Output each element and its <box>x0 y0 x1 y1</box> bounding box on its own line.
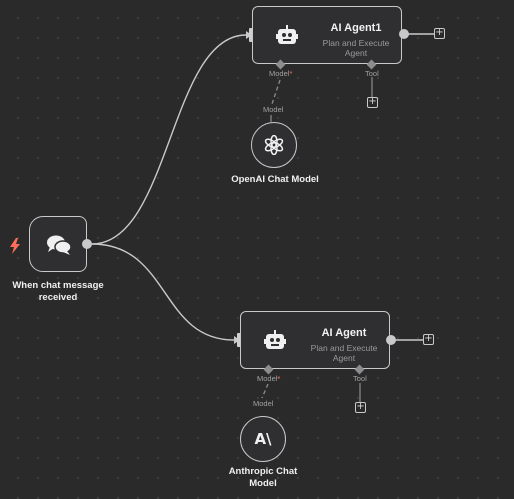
agent2-add-next-button[interactable]: + <box>423 333 434 345</box>
agent2-tool-label: Tool <box>353 374 367 383</box>
robot-icon <box>276 25 298 45</box>
openai-chat-model-label: OpenAI Chat Model <box>231 174 319 185</box>
agent1-input-handle[interactable] <box>249 28 254 42</box>
agent1-model-label: Model* <box>269 69 293 78</box>
agent2-input-handle[interactable] <box>237 333 242 347</box>
trigger-label: When chat message received <box>12 280 104 303</box>
connection-anthropic-model <box>261 383 269 399</box>
anthropic-chat-model-node[interactable]: A\ <box>240 416 286 462</box>
openai-chat-model-node[interactable] <box>251 122 297 168</box>
robot-icon <box>264 330 286 350</box>
agent2-title: AI Agent <box>321 327 367 339</box>
connection-trigger-to-agent2[interactable] <box>91 243 235 341</box>
agent1-node[interactable]: AI Agent1 Plan and Execute Agent <box>252 6 402 64</box>
agent1-add-next-button[interactable]: + <box>434 27 445 39</box>
anthropic-icon: A\ <box>254 430 272 448</box>
anthropic-chat-model-label: Anthropic Chat Model <box>228 466 298 489</box>
trigger-lightning-icon <box>9 238 21 254</box>
agent2-add-tool-button[interactable]: + <box>355 401 366 413</box>
openai-model-port-label: Model <box>263 105 284 114</box>
agent2-subtitle: Plan and Execute Agent <box>310 343 378 363</box>
trigger-node[interactable] <box>29 216 87 272</box>
agent1-tool-label: Tool <box>365 69 379 78</box>
agent1-add-tool-button[interactable]: + <box>367 96 378 108</box>
agent1-output-handle[interactable] <box>399 29 409 39</box>
connection-openai-model <box>271 79 281 105</box>
anthropic-model-port-label: Model <box>253 399 274 408</box>
openai-icon <box>264 134 284 156</box>
connection-trigger-to-agent1[interactable] <box>91 34 247 245</box>
chat-bubbles-icon <box>46 234 72 256</box>
agent1-subtitle: Plan and Execute Agent <box>322 38 390 58</box>
agent2-output-handle[interactable] <box>386 335 396 345</box>
trigger-output-handle[interactable] <box>82 239 92 249</box>
agent2-model-label: Model* <box>257 374 281 383</box>
agent1-title: AI Agent1 <box>330 22 382 34</box>
agent2-node[interactable]: AI Agent Plan and Execute Agent <box>240 311 390 369</box>
